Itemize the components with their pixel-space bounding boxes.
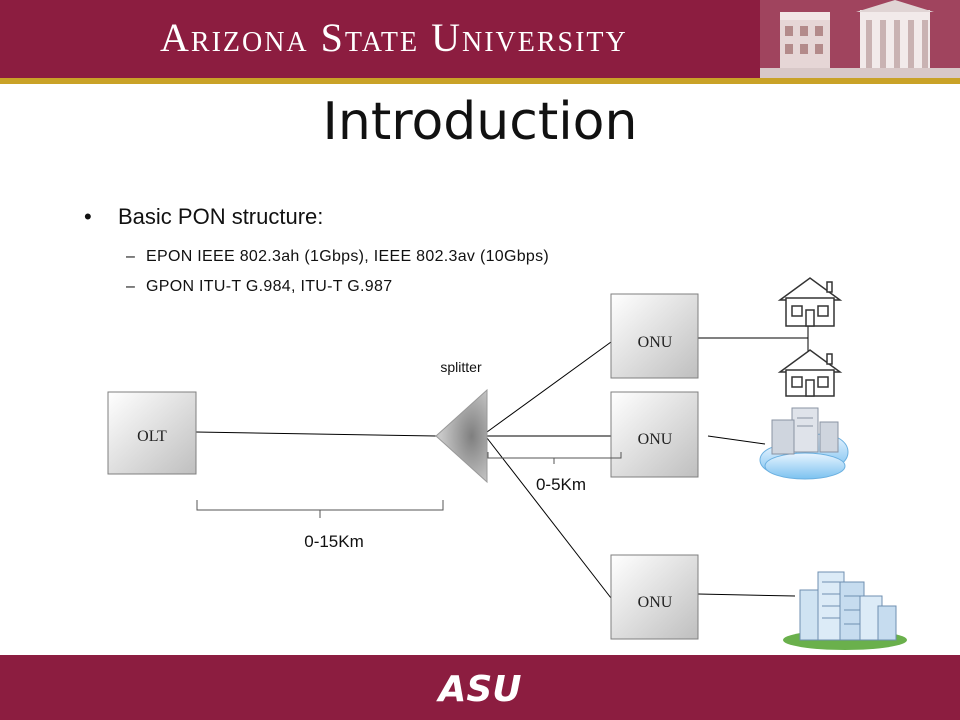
bullet-text: Basic PON structure:	[118, 204, 324, 229]
fiber-olt-splitter	[195, 431, 437, 437]
campus-photo	[760, 0, 960, 78]
olt-box	[107, 391, 197, 475]
university-name: Arizona State University	[160, 15, 628, 60]
asu-logo: ASU	[435, 669, 521, 710]
header-bar: Arizona State University	[0, 0, 960, 78]
dash-icon: –	[126, 278, 136, 295]
fiber-splitter-onu3	[486, 437, 612, 599]
link-onu3-buildings	[697, 593, 796, 597]
footer-bar: ASU	[0, 655, 960, 720]
bullet-dot-icon: •	[84, 204, 92, 229]
distance-label: 0-15Km	[304, 532, 364, 551]
distance-label: 0-5Km	[536, 475, 586, 494]
sub-item-text: EPON IEEE 802.3ah (1Gbps), IEEE 802.3av …	[146, 248, 550, 265]
server-cloud-icon	[759, 407, 849, 480]
house-icon	[777, 349, 843, 397]
olt-label: OLT	[137, 428, 167, 445]
sub-item-text: GPON ITU-T G.984, ITU-T G.987	[146, 278, 393, 295]
onu-label: ONU	[638, 594, 673, 611]
splitter-shape	[435, 388, 488, 484]
brace-splitter-onu	[487, 452, 622, 464]
link-onu2-datacenter	[707, 435, 766, 445]
onu-box	[610, 293, 699, 379]
sub-item: –EPON IEEE 802.3ah (1Gbps), IEEE 802.3av…	[126, 248, 549, 266]
slide-title: Introduction	[322, 92, 638, 152]
header-gold-stripe	[0, 78, 960, 84]
house-icon	[777, 277, 843, 327]
onu-box	[610, 391, 699, 478]
sub-item: –GPON ITU-T G.984, ITU-T G.987	[126, 278, 392, 296]
onu-label: ONU	[638, 431, 673, 448]
fiber-splitter-onu1	[486, 341, 612, 433]
splitter-label: splitter	[440, 359, 482, 375]
buildings-icon	[783, 571, 907, 650]
onu-box	[610, 554, 699, 640]
bullet-item: • Basic PON structure:	[84, 204, 323, 230]
onu-label: ONU	[638, 334, 673, 351]
logo-text: ASU	[435, 669, 521, 710]
dash-icon: –	[126, 248, 136, 265]
brace-olt-splitter	[196, 500, 444, 518]
